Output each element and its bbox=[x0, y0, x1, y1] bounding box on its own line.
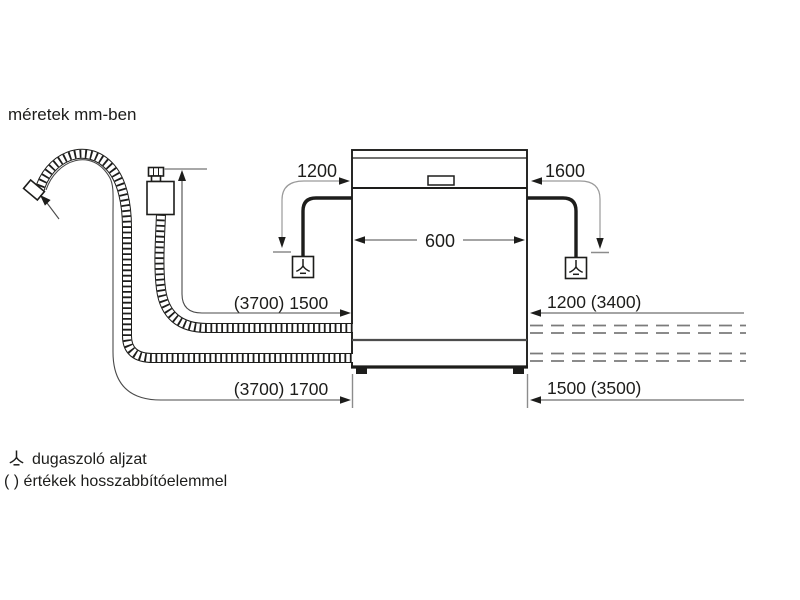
drain-hose bbox=[22, 148, 353, 363]
dim-cord-right-leader bbox=[540, 180, 601, 240]
arrow-right-icon bbox=[339, 177, 350, 185]
dishwasher-body bbox=[351, 149, 528, 368]
arrow-up-left-icon bbox=[40, 195, 51, 206]
dim-label-1600: 1600 bbox=[545, 161, 585, 181]
plug-socket-right bbox=[564, 256, 588, 280]
power-cord-right-line bbox=[527, 196, 578, 257]
arrow-right-icon bbox=[340, 309, 351, 317]
aquastop-valve bbox=[146, 166, 175, 216]
dim-label-1200: 1200 bbox=[297, 161, 337, 181]
legend-socket-label: dugaszoló aljzat bbox=[32, 451, 147, 468]
aquastop-collar bbox=[150, 175, 162, 183]
power-cord-right bbox=[527, 196, 578, 257]
dim-label-supply-right: 1200 (3400) bbox=[547, 292, 641, 312]
appliance-foot-right bbox=[513, 368, 524, 374]
dim-supply-left: (3700) 1500 bbox=[164, 168, 351, 317]
aquastop-body bbox=[146, 180, 175, 216]
plug-socket-icon bbox=[9, 449, 24, 466]
dim-label-supply-left: (3700) 1500 bbox=[234, 293, 329, 313]
plug-socket-left bbox=[291, 255, 315, 279]
power-cord-left-line bbox=[301, 196, 352, 256]
arrow-left-icon bbox=[354, 236, 365, 244]
arrow-left-icon bbox=[530, 309, 541, 317]
dim-supply-right: 1200 (3400) bbox=[530, 292, 744, 317]
dim-supply-left-line bbox=[181, 178, 342, 314]
arrow-left-icon bbox=[531, 177, 542, 185]
dim-label-drain-right: 1500 (3500) bbox=[547, 378, 641, 398]
hose-extension-dashed-lines bbox=[530, 324, 746, 362]
door-handle bbox=[427, 175, 455, 186]
power-cord-left bbox=[301, 196, 352, 256]
dishwasher-front bbox=[351, 149, 529, 408]
dim-cord-left: 1200 bbox=[273, 161, 350, 253]
arrow-left-icon bbox=[530, 396, 541, 404]
arrow-right-icon bbox=[514, 236, 525, 244]
dim-cord-right: 1600 bbox=[531, 161, 609, 254]
dim-label-600: 600 bbox=[425, 231, 455, 251]
appliance-foot-left bbox=[356, 368, 367, 374]
arrow-down-icon bbox=[278, 237, 286, 248]
dim-drain-left: (3700) 1700 bbox=[40, 159, 351, 404]
legend-brackets-label: ( ) értékek hosszabbítóelemmel bbox=[4, 473, 227, 490]
arrow-right-icon bbox=[340, 396, 351, 404]
aquastop-cap bbox=[147, 166, 165, 177]
legend: dugaszoló aljzat ( ) értékek hosszabbító… bbox=[4, 449, 227, 490]
dim-drain-right: 1500 (3500) bbox=[530, 378, 744, 404]
drain-hose-corrugation bbox=[35, 149, 353, 362]
supply-hose bbox=[154, 213, 353, 333]
page-title: méretek mm-ben bbox=[8, 105, 136, 124]
arrow-down-icon bbox=[596, 238, 604, 249]
dim-label-drain-left: (3700) 1700 bbox=[234, 379, 329, 399]
dim-drain-left-line bbox=[45, 159, 342, 401]
supply-hose-fill bbox=[155, 213, 353, 332]
dim-width: 600 bbox=[354, 231, 525, 251]
arrow-up-icon bbox=[178, 170, 186, 181]
dim-cord-left-leader bbox=[281, 180, 341, 239]
